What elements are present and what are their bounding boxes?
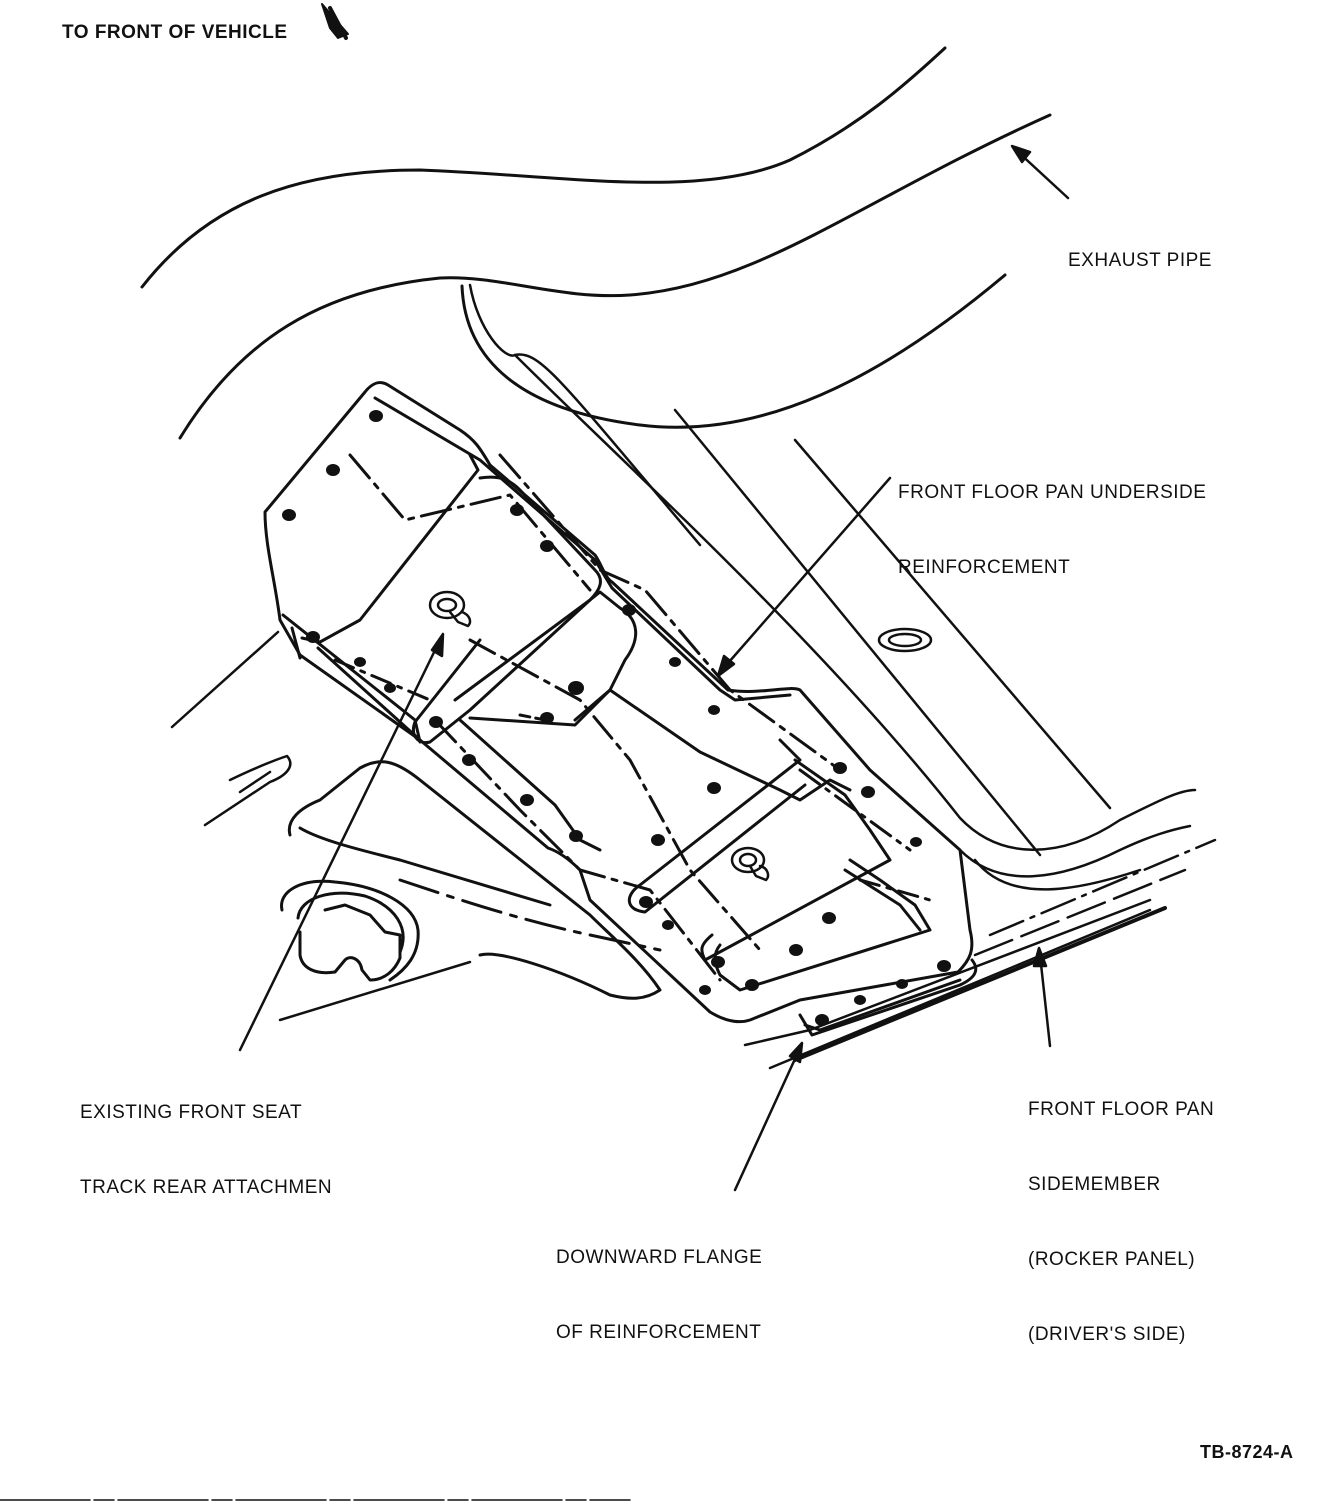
callout-line: (DRIVER'S SIDE) — [1028, 1324, 1186, 1345]
callout-line: REINFORCEMENT — [898, 557, 1071, 578]
sidemember-callout: FRONT FLOOR PAN SIDEMEMBER (ROCKER PANEL… — [1028, 1047, 1214, 1372]
callout-line: FRONT FLOOR PAN UNDERSIDE — [898, 482, 1207, 503]
reinforcement-callout: FRONT FLOOR PAN UNDERSIDE REINFORCEMENT — [898, 430, 1206, 605]
exhaust-pipe-callout: EXHAUST PIPE — [1068, 198, 1212, 298]
floor-structure — [170, 283, 1217, 1070]
reinforcement-bracket — [263, 381, 978, 1037]
callout-line: SIDEMEMBER — [1028, 1174, 1161, 1195]
exhaust-pipe — [140, 46, 1052, 440]
seat-track-attachment — [280, 879, 420, 982]
front-direction-arrow — [321, 3, 349, 40]
flange-callout: DOWNWARD FLANGE OF REINFORCEMENT — [556, 1195, 762, 1370]
callout-line: FRONT FLOOR PAN — [1028, 1099, 1215, 1120]
seat-track-callout: EXISTING FRONT SEAT TRACK REAR ATTACHMEN — [80, 1050, 332, 1225]
callout-line: (ROCKER PANEL) — [1028, 1249, 1196, 1270]
seat-track-rail — [287, 760, 662, 1000]
callout-line: EXISTING FRONT SEAT — [80, 1102, 303, 1123]
leader-lines — [238, 144, 1070, 1192]
direction-label: TO FRONT OF VEHICLE — [62, 22, 288, 43]
callout-line: OF REINFORCEMENT — [556, 1322, 762, 1343]
spot-welds — [282, 410, 951, 1026]
callout-line: DOWNWARD FLANGE — [556, 1247, 763, 1268]
figure-id: TB-8724-A — [1200, 1442, 1294, 1462]
callout-line: EXHAUST PIPE — [1068, 250, 1212, 271]
callout-line: TRACK REAR ATTACHMEN — [80, 1177, 333, 1198]
